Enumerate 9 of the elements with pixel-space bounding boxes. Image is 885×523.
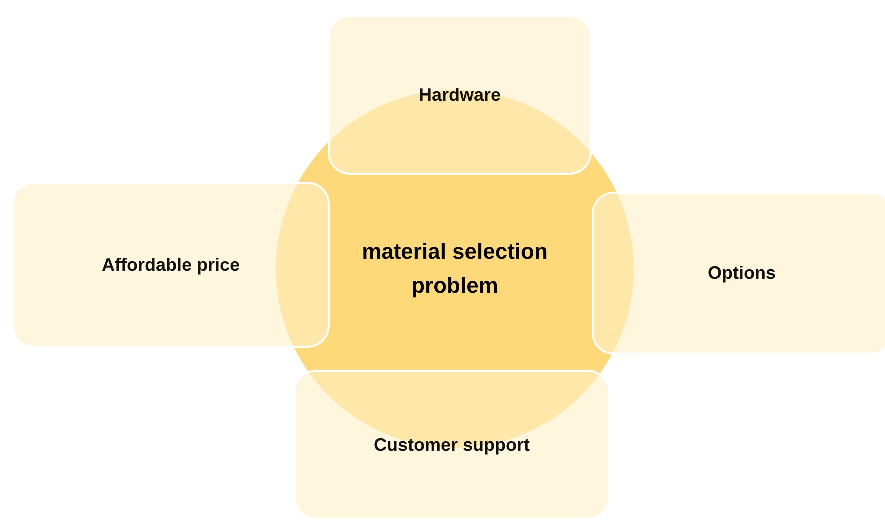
node-label: material selection problem — [361, 238, 549, 300]
rounded-box — [328, 15, 592, 175]
node-label: Hardware — [418, 84, 502, 106]
node-label: Options — [708, 262, 776, 285]
rounded-box — [294, 370, 610, 520]
rounded-box — [12, 182, 330, 348]
rounded-box — [592, 192, 885, 355]
node-label: Customer support — [374, 434, 530, 457]
node-label: Affordable price — [102, 254, 240, 277]
